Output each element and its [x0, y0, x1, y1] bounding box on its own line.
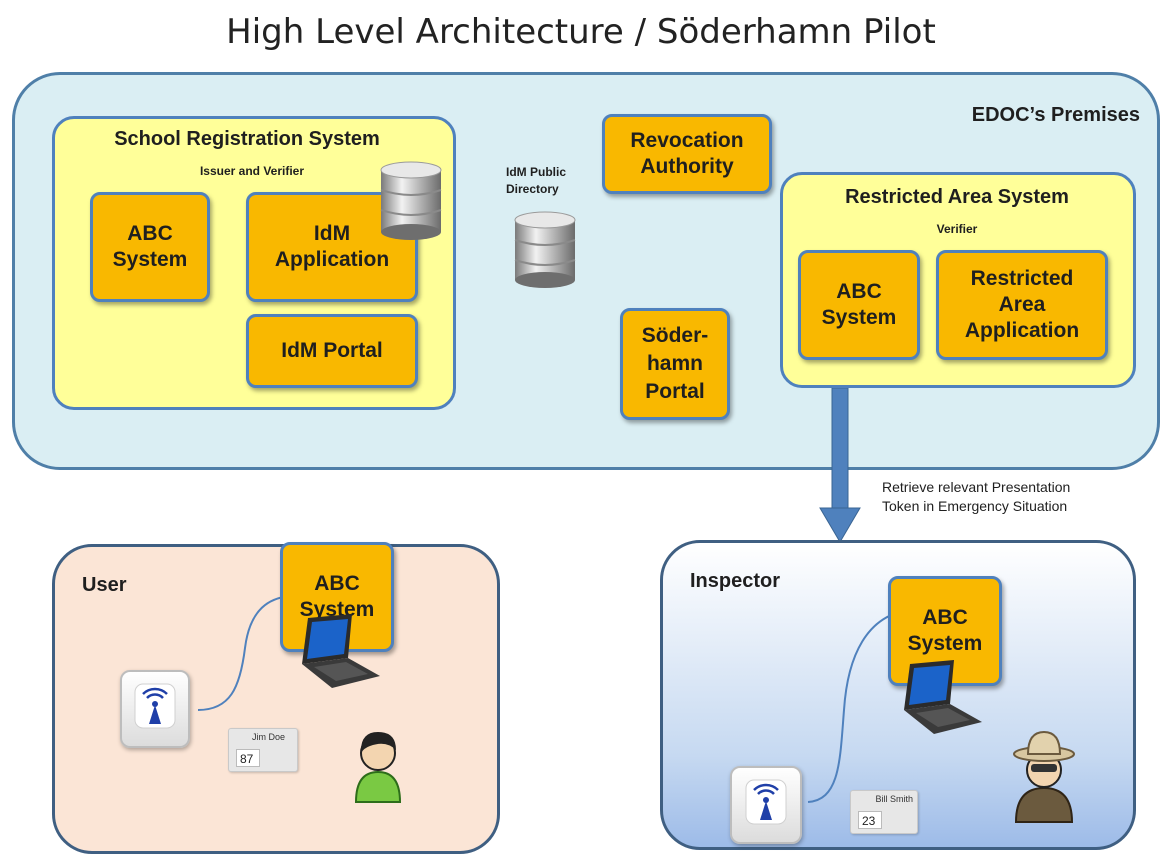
card-reader-device — [120, 670, 190, 748]
user-connection-line — [197, 595, 291, 711]
card-number: 87 — [236, 749, 260, 767]
id-card: Jim Doe 87 — [228, 728, 298, 772]
user-avatar-icon — [354, 732, 402, 803]
idm-application-box: IdM Application — [246, 192, 418, 302]
inspector-wireless-icon — [745, 779, 787, 825]
directory-database-icon — [514, 211, 576, 288]
inspector-avatar-icon — [1013, 730, 1075, 823]
inspector-label: Inspector — [690, 570, 781, 592]
restricted-area-subtitle: Verifier — [936, 222, 978, 236]
inspector-card-number: 23 — [858, 811, 882, 829]
restricted-abc-system-box: ABC System — [798, 250, 920, 360]
restricted-abc-system-label: ABC System — [821, 280, 897, 329]
school-abc-system-label: ABC System — [112, 222, 188, 271]
user-label: User — [82, 574, 127, 596]
idm-application-label: IdM Application — [274, 222, 390, 271]
inspector-card-holder-name: Bill Smith — [875, 794, 913, 804]
idm-portal-label: IdM Portal — [281, 339, 383, 362]
idm-portal-box: IdM Portal — [246, 314, 418, 388]
revocation-authority-box: Revocation Authority — [602, 114, 772, 194]
laptop-icon — [302, 614, 380, 688]
school-registration-title: School Registration System — [114, 128, 380, 150]
user-abc-system-box: ABC System — [280, 542, 394, 652]
inspector-laptop-icon — [904, 660, 982, 734]
restricted-area-title: Restricted Area System — [845, 186, 1069, 208]
restricted-area-application-box: Restricted Area Application — [936, 250, 1108, 360]
inspector-card-reader-device — [730, 766, 802, 844]
soderhamn-portal-box: Söder-hamn Portal — [620, 308, 730, 420]
retrieve-token-note-line1: Retrieve relevant Presentation — [882, 479, 1071, 495]
retrieve-token-arrow — [819, 388, 861, 543]
inspector-abc-system-label: ABC System — [907, 606, 983, 655]
inspector-connection-line — [807, 611, 901, 803]
wireless-icon — [134, 683, 176, 729]
school-registration-subtitle: Issuer and Verifier — [199, 164, 305, 178]
revocation-authority-label: Revocation Authority — [630, 129, 744, 178]
school-abc-system-box: ABC System — [90, 192, 210, 302]
user-abc-system-label: ABC System — [299, 572, 375, 621]
inspector-id-card: Bill Smith 23 — [850, 790, 918, 834]
retrieve-token-note: Retrieve relevant Presentation Token in … — [882, 478, 1152, 516]
restricted-area-application-label: Restricted Area Application — [964, 267, 1080, 342]
card-holder-name: Jim Doe — [251, 732, 285, 742]
retrieve-token-note-line2: Token in Emergency Situation — [882, 498, 1068, 514]
edoc-premises-label: EDOC’s Premises — [971, 104, 1140, 126]
soderhamn-portal-label: Söder-hamn Portal — [641, 324, 709, 403]
database-icon — [380, 161, 442, 240]
idm-public-directory-label: IdM Public Directory — [506, 165, 566, 196]
diagram-title: High Level Architecture / Söderhamn Pilo… — [226, 12, 936, 52]
